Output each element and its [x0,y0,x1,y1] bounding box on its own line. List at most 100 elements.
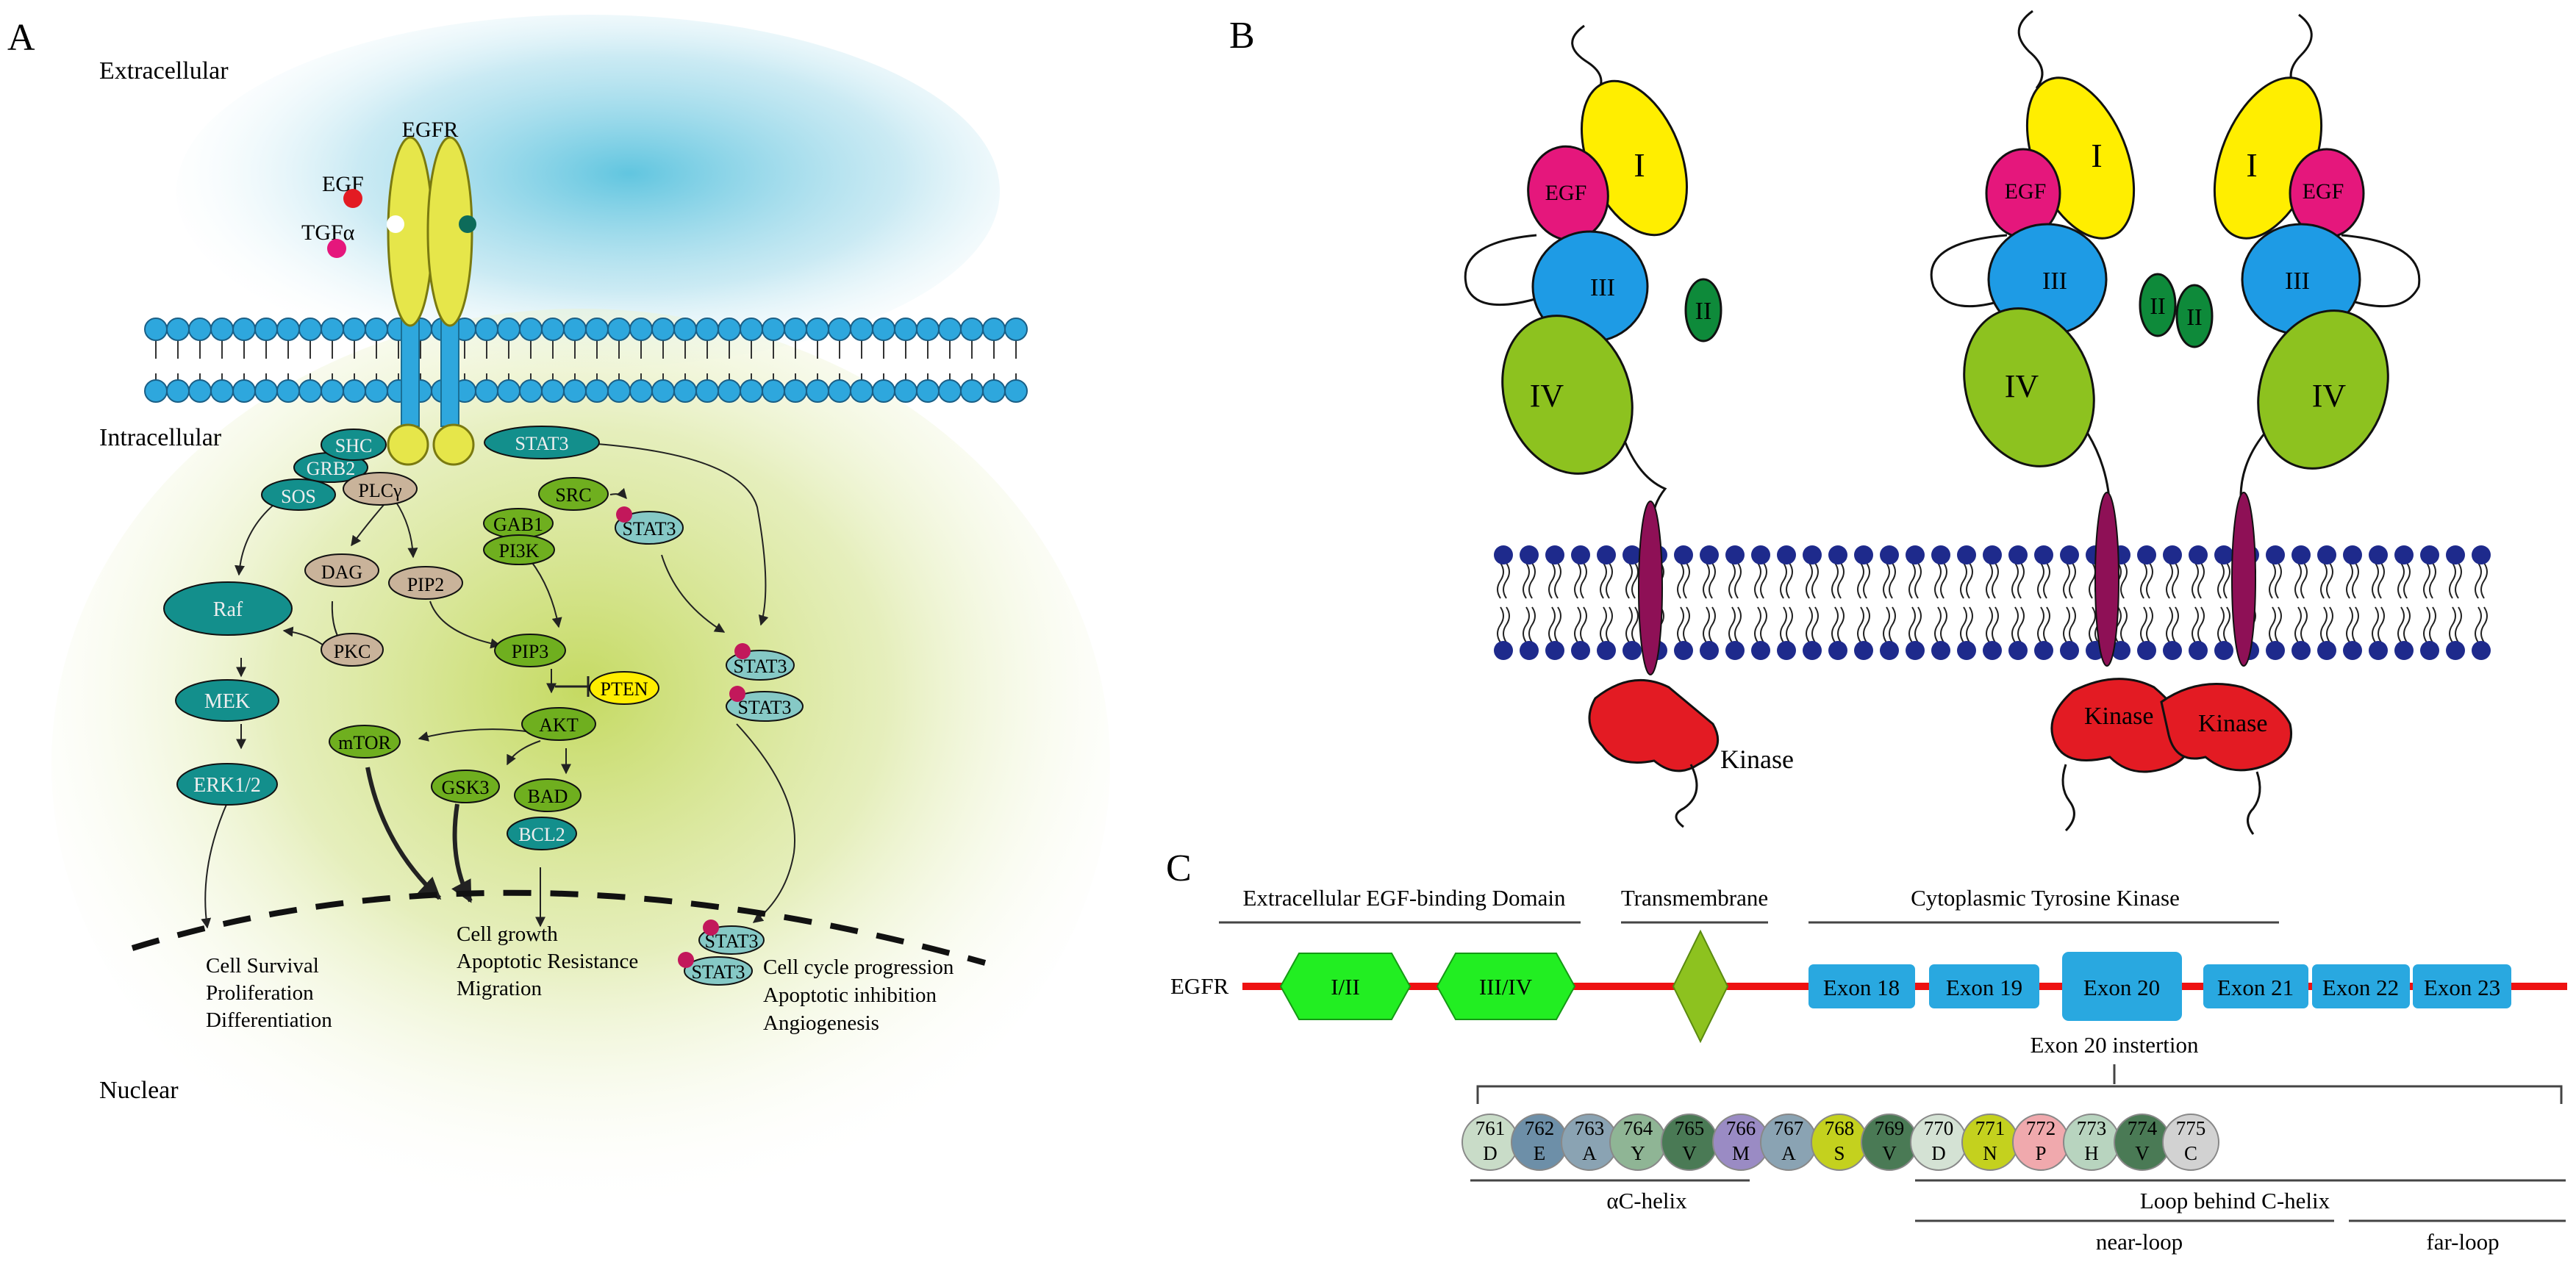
residue-letter: E [1534,1142,1546,1164]
domain-iii-iv: III/IV [1436,953,1576,1020]
svg-text:PKC: PKC [334,641,371,662]
node-shc: SHC [321,429,387,461]
residue-number: 772 [2026,1117,2056,1139]
panel-b-label: B [1229,15,1255,57]
node-akt: AKT [521,707,596,741]
residue-letter: C [2184,1142,2197,1164]
svg-text:IV: IV [2312,378,2347,414]
node-bcl2: BCL2 [507,817,577,850]
svg-text:Exon 19: Exon 19 [1946,975,2022,1000]
node-pi3k: PI3K [483,534,555,565]
node-sos: SOS [261,478,336,511]
svg-text:Kinase: Kinase [2084,703,2153,730]
egfr-label: EGFR [402,118,459,142]
node-stat3-nuclear-top: STAT3 [698,919,765,955]
residue-letter: N [1983,1142,1997,1164]
residue-letter: D [1483,1142,1498,1164]
residue-letter: P [2035,1142,2046,1164]
svg-text:SOS: SOS [281,486,316,507]
svg-text:STAT3: STAT3 [691,961,745,983]
svg-text:PLCγ: PLCγ [358,480,401,501]
svg-text:Exon 20: Exon 20 [2083,975,2160,1000]
residue-letter: H [2084,1142,2099,1164]
loop-behind-label: Loop behind C-helix [2140,1188,2330,1213]
tgfa-ligand [327,239,346,258]
residue-number: 764 [1623,1117,1653,1139]
egf-ligand [343,189,362,208]
svg-text:IV: IV [2005,368,2039,404]
panel-a: Extracellular Intracellular Nuclear EGFR… [51,15,1110,1220]
svg-text:I: I [2091,137,2102,174]
residue-number: 774 [2128,1117,2158,1139]
near-loop-label: near-loop [2096,1229,2183,1255]
svg-text:Migration: Migration [457,977,542,1000]
residue-letter: S [1833,1142,1845,1164]
svg-text:Exon 21: Exon 21 [2217,975,2294,1000]
residue-number: 771 [1975,1117,2006,1139]
node-dag: DAG [304,553,379,587]
residue-letter: Y [1631,1142,1645,1164]
node-pip2: PIP2 [388,566,463,600]
svg-text:STAT3: STAT3 [737,697,791,718]
svg-text:II: II [2186,304,2202,330]
svg-text:EGF: EGF [2005,179,2047,204]
egfr-track-label: EGFR [1170,973,1229,999]
node-mtor: mTOR [329,725,401,759]
svg-text:MEK: MEK [204,690,250,713]
svg-text:Kinase: Kinase [2198,710,2267,737]
svg-text:BCL2: BCL2 [518,824,565,845]
node-stat3-phospho: STAT3 [615,506,684,545]
panel-c-label: C [1166,847,1192,889]
svg-text:GAB1: GAB1 [493,514,543,535]
svg-text:Exon 23: Exon 23 [2424,975,2500,1000]
panel-b: I EGF III II IV Kinase I EGF III [1464,10,2491,835]
svg-text:PIP3: PIP3 [512,641,549,662]
ac-helix-label: αC-helix [1606,1188,1687,1213]
svg-text:Proliferation: Proliferation [206,981,314,1005]
svg-text:IV: IV [1530,378,1564,414]
svg-text:Exon 18: Exon 18 [1823,975,1900,1000]
svg-text:II: II [1695,298,1712,325]
svg-text:DAG: DAG [321,562,362,583]
nuclear-label: Nuclear [99,1077,179,1104]
svg-text:I/II: I/II [1331,974,1360,1000]
far-loop-label: far-loop [2426,1229,2499,1255]
domain-i-ii: I/II [1279,953,1412,1020]
residue-number: 775 [2176,1117,2206,1139]
svg-text:EGF: EGF [1545,181,1587,205]
svg-text:III: III [2285,268,2310,295]
domain-extracellular-label: Extracellular EGF-binding Domain [1242,885,1566,911]
residue-number: 769 [1875,1117,1905,1139]
svg-text:EGF: EGF [2303,179,2344,204]
svg-text:AKT: AKT [539,714,579,736]
node-stat3-dimer-bottom: STAT3 [726,686,804,722]
svg-text:GRB2: GRB2 [307,458,355,479]
svg-text:BAD: BAD [528,786,568,807]
node-erk: ERK1/2 [176,763,278,806]
node-pip3: PIP3 [494,634,566,667]
svg-text:III/IV: III/IV [1479,974,1533,1000]
extracellular-label: Extracellular [99,57,229,85]
domain-kinase-label: Cytoplasmic Tyrosine Kinase [1911,885,2180,911]
svg-text:Apoptotic Resistance: Apoptotic Resistance [457,950,638,973]
intracellular-label: Intracellular [99,424,222,451]
exon20-insertion-label: Exon 20 instertion [2030,1032,2199,1058]
svg-text:Cell cycle progression: Cell cycle progression [763,956,954,979]
node-src: SRC [538,477,609,511]
exon-boxes: Exon 18 Exon 19 Exon 20 Exon 21 Exon 22 … [1808,952,2511,1021]
egfr-monomer: I EGF III II IV Kinase [1464,24,1794,828]
svg-text:mTOR: mTOR [338,732,391,753]
node-mek: MEK [175,679,279,722]
